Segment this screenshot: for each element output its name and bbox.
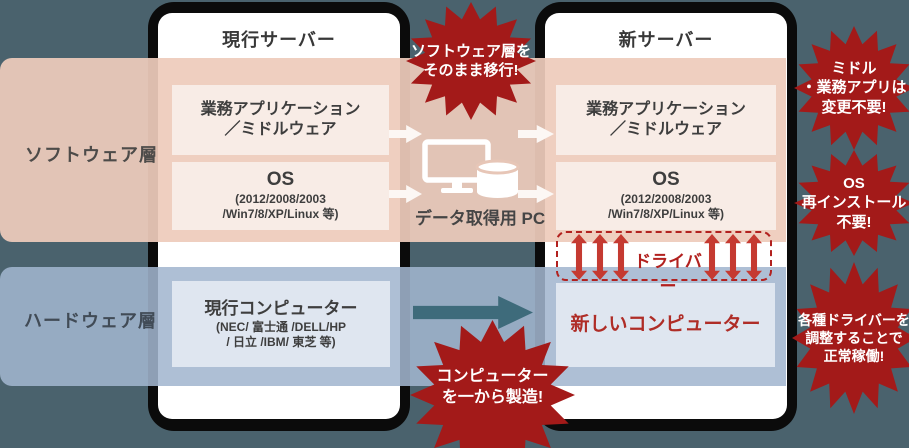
driver-dashed-box (556, 231, 772, 281)
new-app-middleware-label: 業務アプリケーション ／ミドルウェア (586, 101, 746, 138)
monitor-database-icon (422, 139, 520, 198)
badge-manufacture-computer: コンピューター を一から製造! (410, 320, 575, 448)
current-computer-title: 現行コンピューター (204, 298, 358, 318)
new-app-middleware-box: 業務アプリケーション ／ミドルウェア (556, 85, 776, 155)
data-acquisition-pc-label: データ取得用 PC (414, 209, 546, 228)
badge-migrate-software-text: ソフトウェア層を そのまま移行! (410, 42, 531, 80)
current-computer-vendors: (NEC/ 富士通 /DELL/HP / 日立 /IBM/ 東芝 等) (215, 320, 346, 350)
starburst-icon (792, 262, 909, 414)
new-os-box: OS (2012/2008/2003 /Win7/8/XP/Linux 等) (556, 162, 776, 230)
badge-no-app-change-text: ミドル ・業務アプリは 変更不要! (801, 59, 907, 116)
current-os-versions: (2012/2008/2003 /Win7/8/XP/Linux 等) (222, 191, 339, 221)
badge-manufacture-computer-text: コンピューター を一から製造! (436, 368, 549, 406)
badge-driver-adjust-text: 各種ドライバーを 調整することで 正常稼働! (798, 311, 909, 365)
hardware-layer-label: ハードウェア層 (24, 311, 157, 331)
badge-migrate-software: ソフトウェア層を そのまま移行! (406, 2, 536, 120)
badge-no-os-reinstall-text: OS 再インストール 不要! (801, 174, 907, 231)
starburst-icon (794, 26, 909, 150)
current-os-box: OS (2012/2008/2003 /Win7/8/XP/Linux 等) (172, 162, 389, 230)
badge-driver-adjust: 各種ドライバーを 調整することで 正常稼働! (792, 262, 909, 414)
badge-no-app-change: ミドル ・業務アプリは 変更不要! (794, 26, 909, 150)
current-app-middleware-label: 業務アプリケーション ／ミドルウェア (200, 101, 361, 138)
starburst-icon (794, 150, 909, 256)
current-computer-box: 現行コンピューター (NEC/ 富士通 /DELL/HP / 日立 /IBM/ … (172, 281, 390, 367)
new-computer-title: 新しいコンピューター (570, 314, 761, 336)
new-os-versions: (2012/2008/2003 /Win7/8/XP/Linux 等) (608, 191, 724, 221)
starburst-icon (410, 320, 575, 448)
software-layer-label: ソフトウェア層 (25, 145, 158, 165)
current-os-title: OS (266, 169, 295, 191)
badge-no-os-reinstall: OS 再インストール 不要! (794, 150, 909, 256)
new-os-title: OS (652, 169, 680, 191)
driver-label: ドライバー (634, 252, 702, 296)
current-server-title: 現行サーバー (222, 30, 336, 50)
new-server-title: 新サーバー (618, 30, 714, 50)
starburst-icon (406, 2, 536, 120)
new-computer-box: 新しいコンピューター (556, 283, 775, 367)
current-app-middleware-box: 業務アプリケーション ／ミドルウェア (172, 85, 389, 155)
